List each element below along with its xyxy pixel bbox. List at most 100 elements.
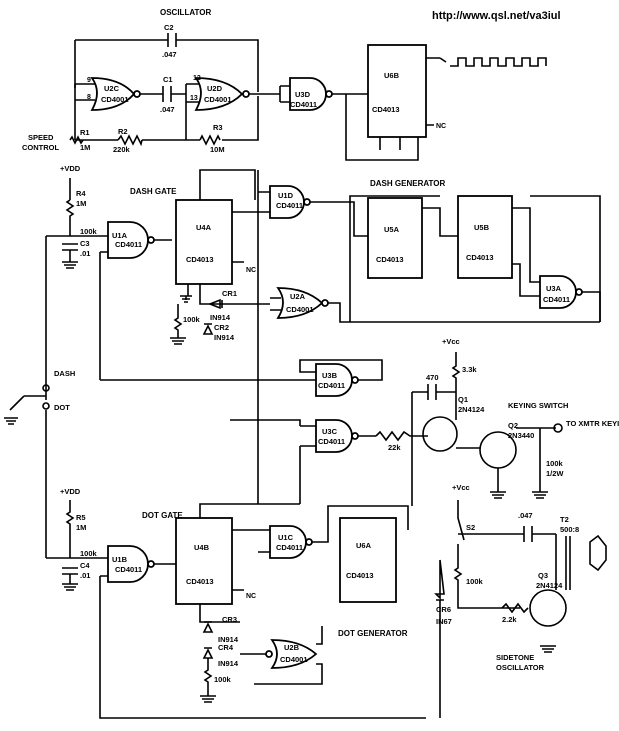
u1d-name: U1D bbox=[278, 191, 294, 200]
r2-value: 220k bbox=[113, 145, 131, 154]
u4a-flipflop bbox=[175, 169, 270, 305]
u3d-nand-gate bbox=[279, 77, 358, 111]
u2d-name: U2D bbox=[207, 84, 223, 93]
ground-icon bbox=[180, 295, 192, 303]
c2-label: C2 bbox=[164, 23, 174, 32]
u4b-flipflop bbox=[175, 503, 300, 623]
r3-resistor bbox=[199, 134, 221, 146]
r4-resistor bbox=[65, 178, 75, 236]
arrow-icon bbox=[439, 57, 447, 63]
u4b-type: CD4013 bbox=[186, 577, 214, 586]
cr4-diode bbox=[202, 647, 214, 659]
ground-icon bbox=[490, 491, 506, 499]
vdd-label-bottom: +VDD bbox=[60, 487, 81, 496]
c047-capacitor bbox=[458, 526, 556, 542]
u3a-type: CD4011 bbox=[543, 295, 570, 304]
r100c-resistor bbox=[203, 658, 213, 696]
u2a-nor-gate bbox=[270, 287, 600, 323]
c4-label: C4 bbox=[80, 561, 90, 570]
ground-icon bbox=[170, 337, 186, 345]
s2-switch bbox=[453, 500, 520, 609]
q3-transistor bbox=[529, 589, 567, 627]
u1c-type: CD4011 bbox=[276, 543, 303, 552]
u3c-name: U3C bbox=[322, 427, 338, 436]
c1-value: .047 bbox=[160, 105, 175, 114]
q1-label: Q1 bbox=[458, 395, 468, 404]
u4a-type: CD4013 bbox=[186, 255, 214, 264]
dot-contact-icon bbox=[42, 402, 50, 410]
c1-capacitor bbox=[162, 86, 172, 102]
u2c-pin-9: 9 bbox=[87, 77, 91, 84]
r100a-label: 100k bbox=[183, 315, 201, 324]
u2c-type: CD4001 bbox=[101, 95, 129, 104]
u6b-name: U6B bbox=[384, 71, 400, 80]
dot-gate-title: DOT GATE bbox=[142, 511, 183, 520]
c4-capacitor bbox=[62, 567, 78, 584]
cr6-value: IN67 bbox=[436, 617, 452, 626]
cr6-label: CR6 bbox=[436, 605, 451, 614]
r100d-value: 1/2W bbox=[546, 469, 564, 478]
r5-resistor bbox=[46, 500, 108, 559]
u3d-name: U3D bbox=[295, 90, 311, 99]
ground-icon bbox=[62, 261, 78, 269]
header-url: http://www.qsl.net/va3iul bbox=[432, 10, 561, 22]
cr1-label: CR1 bbox=[222, 289, 237, 298]
u2b-nor-gate bbox=[240, 626, 323, 685]
cr4-value: IN914 bbox=[218, 659, 239, 668]
u3b-name: U3B bbox=[322, 371, 338, 380]
u1a-nand-gate bbox=[99, 221, 172, 380]
c2-value: .047 bbox=[162, 50, 177, 59]
u4b-name: U4B bbox=[194, 543, 210, 552]
c470-label: 470 bbox=[426, 373, 439, 382]
u2c-pin-8: 8 bbox=[87, 94, 91, 101]
cr4-label: CR4 bbox=[218, 643, 234, 652]
u2d-pin-12: 12 bbox=[193, 75, 201, 82]
oscillator-title: OSCILLATOR bbox=[160, 8, 211, 17]
q1-value: 2N4124 bbox=[458, 405, 485, 414]
c047-label: .047 bbox=[518, 511, 533, 520]
xmtr-jack-icon bbox=[553, 423, 563, 433]
cr6-diode bbox=[434, 559, 445, 718]
oscillator-feedback-wire bbox=[74, 33, 259, 92]
sidetone-label-1: SIDETONE bbox=[496, 653, 534, 662]
u2b-name: U2B bbox=[284, 643, 300, 652]
keying-switch-label: KEYING SWITCH bbox=[508, 401, 568, 410]
u1d-nand-gate bbox=[258, 185, 368, 237]
cr3-diode bbox=[202, 621, 214, 633]
r3-wire bbox=[186, 96, 259, 141]
u2d-type: CD4001 bbox=[204, 95, 232, 104]
sidetone-label-2: OSCILLATOR bbox=[496, 663, 545, 672]
dot-label: DOT bbox=[54, 403, 70, 412]
dash-generator-title: DASH GENERATOR bbox=[370, 179, 445, 188]
dash-label: DASH bbox=[54, 369, 75, 378]
cr2-value: IN914 bbox=[214, 333, 235, 342]
cr1-diode bbox=[207, 298, 223, 310]
r100e-label: 100k bbox=[466, 577, 484, 586]
cr3-label: CR3 bbox=[222, 615, 237, 624]
q2-value: 2N3440 bbox=[508, 431, 534, 440]
q2-wires bbox=[456, 427, 556, 492]
u5b-name: U5B bbox=[474, 223, 490, 232]
u5b-flipflop bbox=[422, 195, 540, 297]
u1d-type: CD4011 bbox=[276, 201, 303, 210]
u1a-name: U1A bbox=[112, 231, 128, 240]
u6a-name: U6A bbox=[356, 541, 372, 550]
cr2-diode bbox=[202, 323, 214, 335]
r100d-label: 100k bbox=[546, 459, 564, 468]
r22k-label: 22k bbox=[388, 443, 401, 452]
u1c-nand-gate bbox=[258, 505, 409, 559]
c3-label: C3 bbox=[80, 239, 90, 248]
ground-icon bbox=[540, 645, 556, 653]
speaker-icon bbox=[589, 534, 607, 572]
u6b-nc: NC bbox=[436, 123, 446, 130]
u2d-pin-13: 13 bbox=[190, 95, 198, 102]
u4b-nc: NC bbox=[246, 593, 256, 600]
q3-label: Q3 bbox=[538, 571, 548, 580]
u6b-flipflop bbox=[345, 44, 440, 161]
t2-value: 500:8 bbox=[560, 525, 579, 534]
vcc-label-top: +Vcc bbox=[442, 337, 460, 346]
speed-control-label-1: SPEED bbox=[28, 133, 54, 142]
q2-label: Q2 bbox=[508, 421, 518, 430]
cr1-value: IN914 bbox=[210, 313, 231, 322]
